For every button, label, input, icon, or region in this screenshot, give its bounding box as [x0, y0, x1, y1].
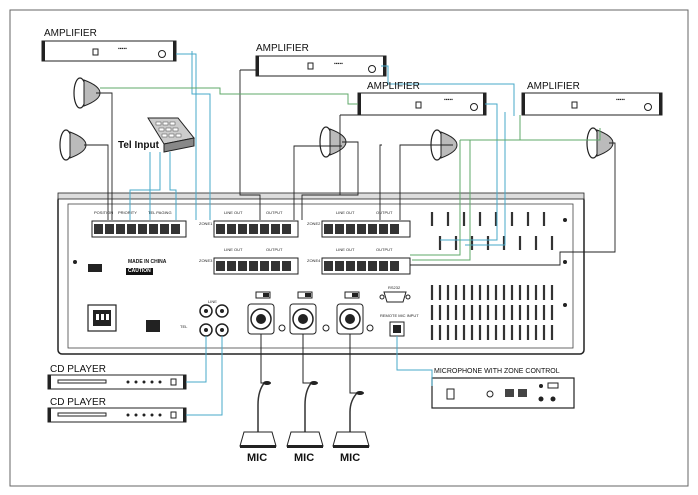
gooseneck-mic-2	[286, 381, 324, 448]
output-label-4: OUTPUT	[376, 247, 393, 252]
dip-switch	[146, 320, 160, 332]
output-label-3: OUTPUT	[266, 247, 283, 252]
amplifier-4: ▪▪▪▪▪	[521, 92, 663, 116]
caution-label: CAUTION	[126, 268, 153, 275]
mic-cables	[260, 334, 358, 394]
rs232-label: RS232	[388, 285, 401, 290]
mic-zone-control-label: MICROPHONE WITH ZONE CONTROL	[434, 368, 560, 375]
terminal-block-zone2	[321, 220, 411, 238]
mic-2-label: MIC	[294, 452, 315, 464]
tel-paging-label: TEL PAGING	[148, 210, 172, 215]
cd-player-1	[47, 374, 187, 390]
ground-terminal	[88, 264, 102, 272]
speaker-1	[73, 77, 101, 109]
power-inlet	[87, 304, 117, 332]
terminal-block-left	[91, 220, 187, 238]
svg-text:▪▪▪▪▪: ▪▪▪▪▪	[334, 61, 343, 67]
output-label-2: OUTPUT	[376, 210, 393, 215]
terminal-block-zone4	[321, 257, 411, 275]
cd-player-2	[47, 407, 187, 423]
amplifier-4-label: AMPLIFIER	[527, 81, 580, 92]
speaker-2	[59, 129, 87, 161]
remote-mic-port	[389, 321, 405, 337]
mixer-rear-panel	[57, 192, 585, 355]
zone1-label: ZONE1	[199, 221, 213, 226]
rs232-port	[379, 291, 411, 303]
tel-input-label: Tel Input	[118, 140, 159, 151]
terminal-block-zone3	[213, 257, 299, 275]
priority-label: PRIORITY	[118, 210, 137, 215]
zone3-label: ZONE3	[199, 258, 213, 263]
gooseneck-mic-1	[239, 381, 277, 448]
svg-text:▪▪▪▪▪: ▪▪▪▪▪	[444, 97, 453, 103]
made-in-china-label: MADE IN CHINA	[128, 259, 167, 265]
rca-jacks	[199, 304, 229, 337]
output-label-1: OUTPUT	[266, 210, 283, 215]
zone4-label: ZONE4	[307, 258, 321, 263]
mic-1-label: MIC	[247, 452, 268, 464]
amplifier-1: ▪▪▪▪▪	[41, 40, 177, 62]
vent-grille	[430, 212, 554, 340]
tel-input-port-label: TEL	[180, 324, 188, 329]
speaker-5	[586, 127, 614, 159]
zone2-label: ZONE2	[307, 221, 321, 226]
xlr-inputs	[247, 291, 374, 335]
svg-text:▪▪▪▪▪: ▪▪▪▪▪	[616, 97, 625, 103]
svg-text:▪▪▪▪▪: ▪▪▪▪▪	[118, 46, 127, 52]
speaker-3	[319, 126, 347, 158]
terminal-block-zone1	[213, 220, 299, 238]
diagram-frame	[9, 9, 689, 487]
amplifier-3: ▪▪▪▪▪	[357, 92, 487, 116]
amplifier-2: ▪▪▪▪▪	[255, 55, 387, 77]
tel-input-device	[147, 117, 195, 153]
line-out-label-3: LINE OUT	[224, 247, 243, 252]
cd-player-2-label: CD PLAYER	[50, 397, 106, 408]
amplifier-1-label: AMPLIFIER	[44, 28, 97, 39]
gooseneck-mic-3	[332, 391, 370, 448]
amplifier-2-label: AMPLIFIER	[256, 43, 309, 54]
line-out-label-2: LINE OUT	[336, 210, 355, 215]
line-out-label-1: LINE OUT	[224, 210, 243, 215]
position-label: POSITION	[94, 210, 114, 215]
mic-3-label: MIC	[340, 452, 361, 464]
amplifier-3-label: AMPLIFIER	[367, 81, 420, 92]
green-wires	[100, 87, 601, 261]
line-input-label: LINE	[208, 299, 217, 304]
signal-wires	[129, 51, 515, 416]
line-out-label-4: LINE OUT	[336, 247, 355, 252]
remote-mic-input-label: REMOTE MIC INPUT	[380, 313, 419, 318]
mic-zone-control-device	[431, 377, 575, 409]
cd-player-1-label: CD PLAYER	[50, 364, 106, 375]
speaker-wires	[84, 69, 616, 266]
